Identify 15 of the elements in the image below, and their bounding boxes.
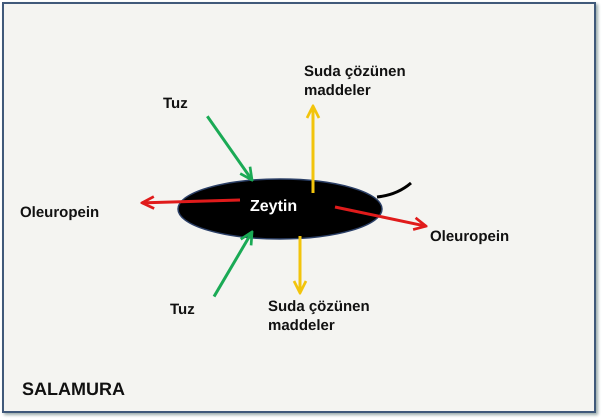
arrow <box>140 195 240 210</box>
substance-label: Oleuropein <box>430 227 510 246</box>
olive-label: Zeytin <box>250 197 298 216</box>
substance-label: Tuz <box>163 94 188 113</box>
arrow <box>212 230 254 298</box>
arrow <box>206 115 254 182</box>
substance-label: Oleuropein <box>20 203 100 222</box>
frame-title: SALAMURA <box>22 380 125 399</box>
arrow <box>292 236 308 294</box>
brine-frame <box>2 2 596 413</box>
substance-label: Suda çözünen maddeler <box>304 62 407 100</box>
arrow <box>306 104 320 193</box>
arrow <box>334 206 428 231</box>
substance-label: Tuz <box>170 300 195 319</box>
substance-label: Suda çözünen maddeler <box>268 297 371 335</box>
